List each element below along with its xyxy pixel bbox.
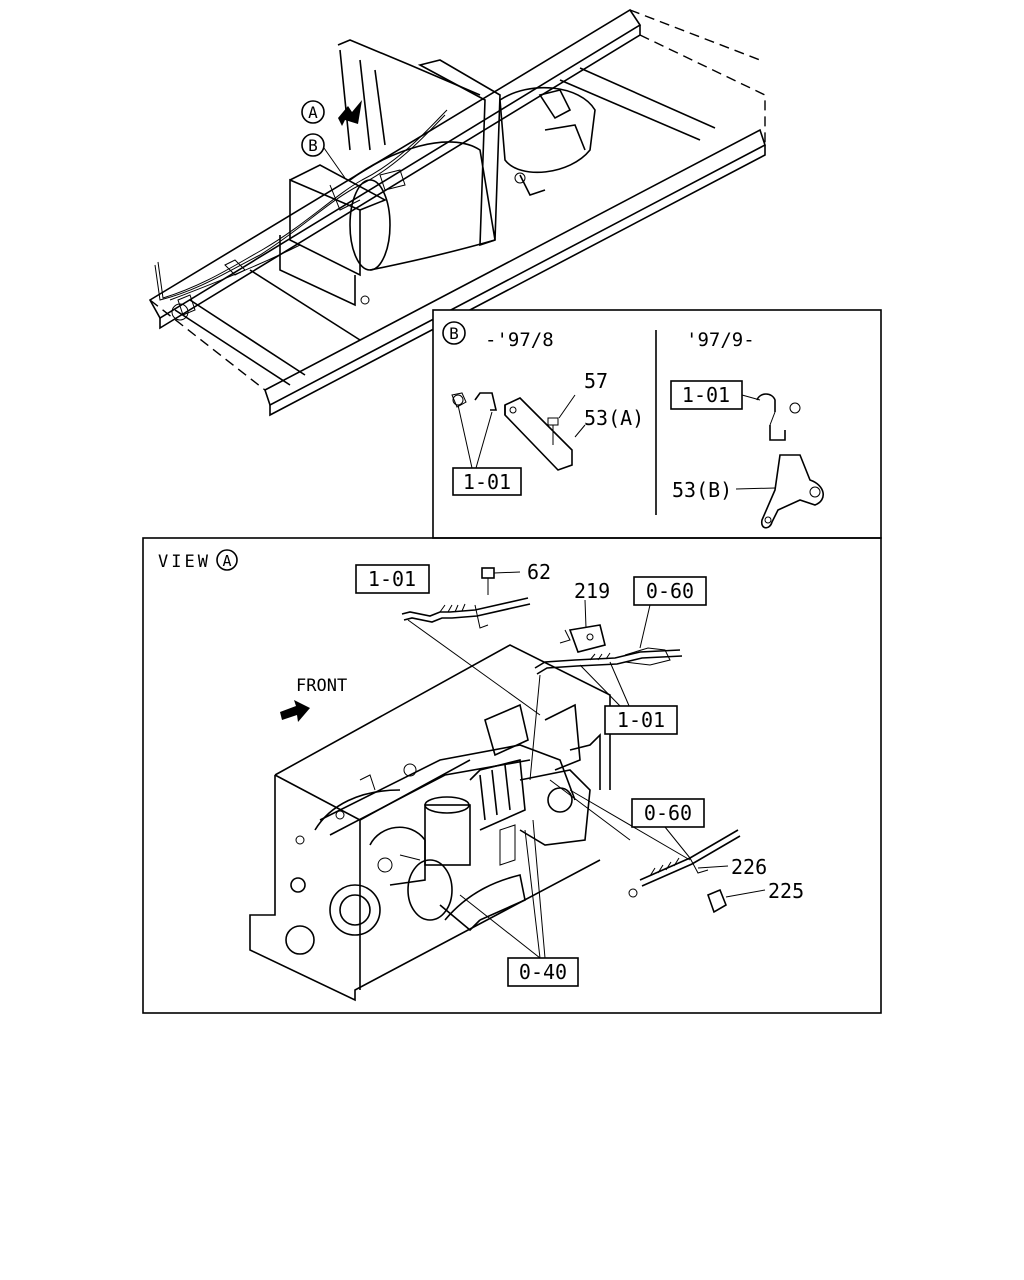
detail-b-early-range: -'97/8 xyxy=(485,329,554,351)
view-a-marker: A xyxy=(222,552,231,570)
throttle-cable-lower xyxy=(549,779,766,914)
chassis-frame-illustration xyxy=(148,8,766,417)
part-62: 62 xyxy=(527,560,551,584)
part-219: 219 xyxy=(574,579,610,603)
part-225: 225 xyxy=(768,879,804,903)
throttle-cable-middle xyxy=(529,599,683,781)
ref-1-01-view-mid: 1-01 xyxy=(617,708,665,732)
ref-1-01-detail-early: 1-01 xyxy=(463,470,511,494)
callout-b: B xyxy=(301,133,346,179)
front-label: FRONT xyxy=(296,676,347,696)
ref-1-01-detail-late: 1-01 xyxy=(682,383,730,407)
engine-illustration xyxy=(249,644,611,1002)
front-arrow-icon xyxy=(280,700,310,722)
callout-a: A xyxy=(301,100,325,124)
ref-0-60-view-mid: 0-60 xyxy=(644,801,692,825)
view-a-panel: VIEW A FRONT xyxy=(142,537,882,1014)
detail-b-marker: B xyxy=(449,324,459,343)
view-a-title: VIEW xyxy=(158,552,211,572)
detail-b-late-range: '97/9- xyxy=(686,329,755,351)
ref-0-40: 0-40 xyxy=(519,960,567,984)
part-226: 226 xyxy=(731,855,767,879)
throttle-cable-upper xyxy=(401,567,541,716)
part-53a: 53(A) xyxy=(584,406,644,430)
ref-1-01-view-top: 1-01 xyxy=(368,567,416,591)
part-53b: 53(B) xyxy=(672,478,732,502)
callout-a-letter: A xyxy=(308,103,318,122)
ref-0-60-view-top: 0-60 xyxy=(646,579,694,603)
callout-b-letter: B xyxy=(308,136,318,155)
part-57: 57 xyxy=(584,369,608,393)
detail-b-panel: B -'97/8 '97/9- 1-01 57 53(A) 1-01 53( xyxy=(432,309,882,539)
